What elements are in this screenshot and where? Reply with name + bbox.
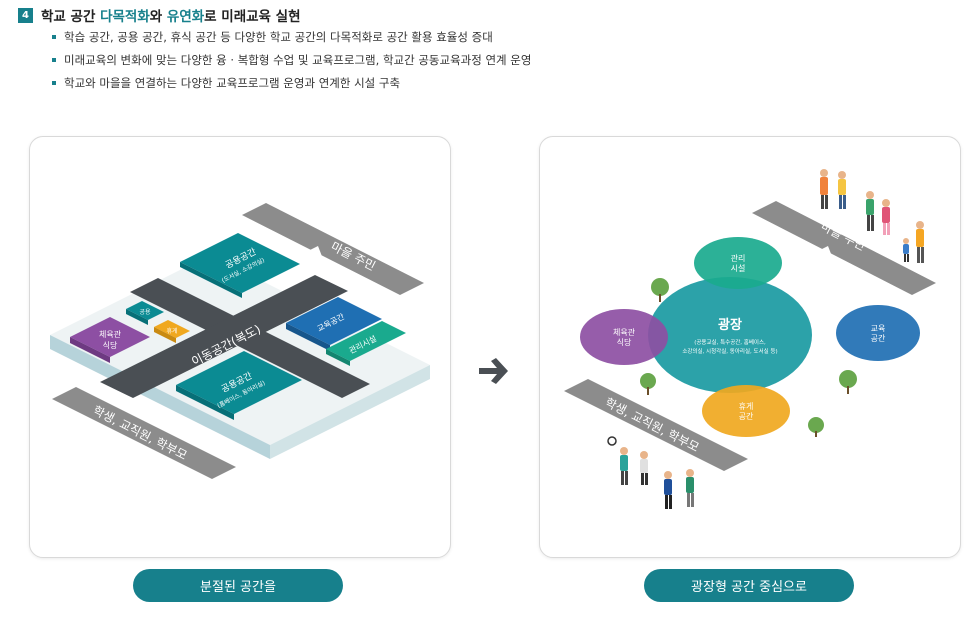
edu-circle	[836, 305, 920, 361]
svg-text:소강의실, 시청각실, 동아리실, 도서실 등): 소강의실, 시청각실, 동아리실, 도서실 등)	[682, 347, 777, 355]
tree-icon	[808, 417, 824, 437]
plaza-space-panel: 마을 주민 학생, 교직원, 학부모 광장 (공용교실, 특수공간, 홈베이스,…	[539, 136, 961, 558]
caption-plaza-space: 광장형 공간 중심으로	[644, 569, 854, 602]
banner-bottom-text: 학생, 교직원, 학부모	[91, 403, 190, 463]
svg-text:공간: 공간	[739, 411, 754, 421]
section-title: 학교 공간 다목적화와 유연화로 미래교육 실현	[41, 9, 301, 25]
block-gym-cafeteria: 체육관 식당	[70, 317, 150, 363]
block-admin: 관리시설	[326, 321, 406, 366]
rest-circle	[702, 385, 790, 437]
svg-text:체육관: 체육관	[99, 329, 122, 339]
admin-circle	[694, 237, 782, 289]
section-number-badge: 4	[18, 7, 33, 23]
bullet-square-icon	[52, 81, 56, 85]
bullet-item: 학교와 마을을 연결하는 다양한 교육프로그램 운영과 연계한 시설 구축	[52, 75, 531, 98]
svg-text:휴게: 휴게	[166, 327, 177, 335]
caption-segmented-space: 분절된 공간을	[133, 569, 343, 602]
segmented-space-panel: 마을 주민 공용공간 (도서실, 소강의실) 공용 휴게	[29, 136, 451, 558]
block-small-shared: 공용	[126, 301, 164, 325]
bullet-square-icon	[52, 35, 56, 39]
people-residents-icon	[820, 169, 924, 263]
section-header: 4 학교 공간 다목적화와 유연화로 미래교육 실현	[18, 5, 301, 25]
people-students-icon	[607, 436, 694, 509]
svg-text:(공용교실, 특수공간, 홈베이스,: (공용교실, 특수공간, 홈베이스,	[694, 338, 766, 346]
svg-text:식당: 식당	[103, 340, 118, 350]
svg-text:시설: 시설	[731, 263, 746, 273]
segmented-space-diagram: 마을 주민 공용공간 (도서실, 소강의실) 공용 휴게	[50, 203, 430, 479]
bullet-list: 학습 공간, 공용 공간, 휴식 공간 등 다양한 학교 공간의 다목적화로 공…	[52, 29, 531, 98]
corridor-cross	[100, 275, 370, 398]
tree-icon	[640, 373, 656, 395]
banner-bottom-text: 학생, 교직원, 학부모	[603, 395, 702, 455]
svg-text:교육: 교육	[871, 324, 886, 333]
block-small-rest: 휴게	[154, 320, 190, 343]
block-top-shared: 공용공간 (도서실, 소강의실)	[180, 233, 300, 298]
bullet-item: 학습 공간, 공용 공간, 휴식 공간 등 다양한 학교 공간의 다목적화로 공…	[52, 29, 531, 52]
plaza-space-diagram: 마을 주민 학생, 교직원, 학부모 광장 (공용교실, 특수공간, 홈베이스,…	[564, 169, 936, 509]
block-education: 교육공간	[286, 297, 382, 351]
bullet-square-icon	[52, 58, 56, 62]
svg-text:체육관: 체육관	[613, 327, 636, 337]
svg-text:공간: 공간	[871, 333, 886, 343]
plaza-label: 광장	[718, 317, 742, 333]
svg-text:식당: 식당	[617, 337, 632, 347]
tree-icon	[839, 370, 857, 394]
arrow-right-icon	[479, 358, 508, 384]
bullet-item: 미래교육의 변화에 맞는 다양한 융 · 복합형 수업 및 교육프로그램, 학교…	[52, 52, 531, 75]
gym-circle	[580, 309, 668, 365]
svg-text:공용: 공용	[139, 309, 151, 316]
plaza-circle	[648, 277, 812, 393]
svg-text:휴게: 휴게	[739, 401, 754, 411]
tree-icon	[651, 278, 669, 302]
svg-text:관리: 관리	[731, 253, 746, 263]
